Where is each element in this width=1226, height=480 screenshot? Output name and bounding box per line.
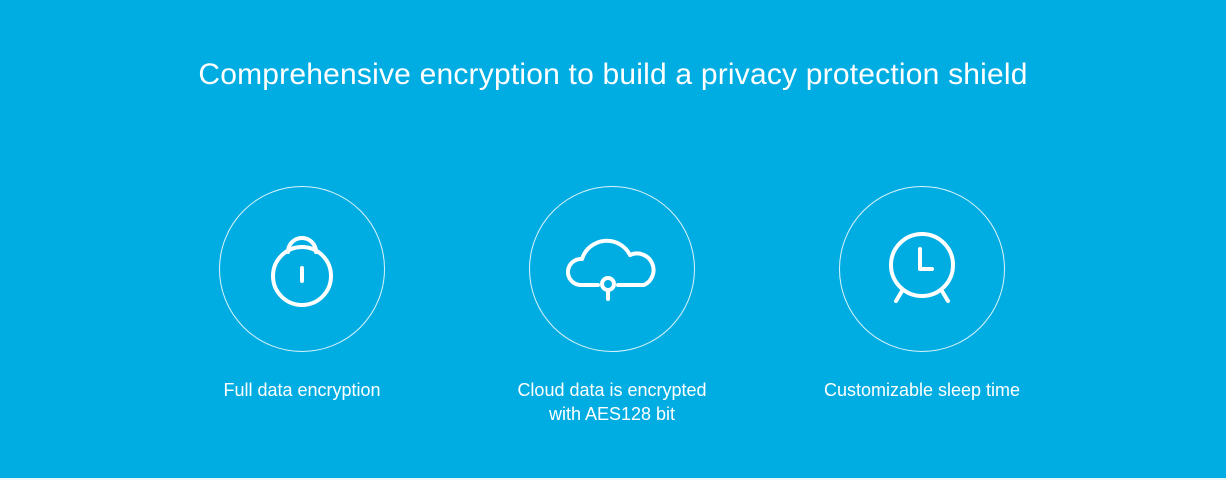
feature-sleep-time: Customizable sleep time bbox=[812, 186, 1032, 402]
icon-circle bbox=[839, 186, 1005, 352]
feature-label: Cloud data is encrypted with AES128 bit bbox=[517, 380, 707, 424]
page-title: Comprehensive encryption to build a priv… bbox=[198, 58, 1028, 91]
icon-circle bbox=[219, 186, 385, 352]
bottom-divider bbox=[0, 478, 1226, 480]
lock-icon bbox=[271, 236, 333, 307]
feature-label: Customizable sleep time bbox=[823, 380, 1021, 400]
feature-cloud-encryption: Cloud data is encrypted with AES128 bit bbox=[502, 186, 722, 426]
icon-circle bbox=[529, 186, 695, 352]
feature-full-data-encryption: Full data encryption bbox=[192, 186, 412, 402]
alarm-clock-icon bbox=[889, 232, 955, 303]
cloud-lock-icon bbox=[566, 238, 656, 301]
feature-label: Full data encryption bbox=[223, 380, 381, 400]
